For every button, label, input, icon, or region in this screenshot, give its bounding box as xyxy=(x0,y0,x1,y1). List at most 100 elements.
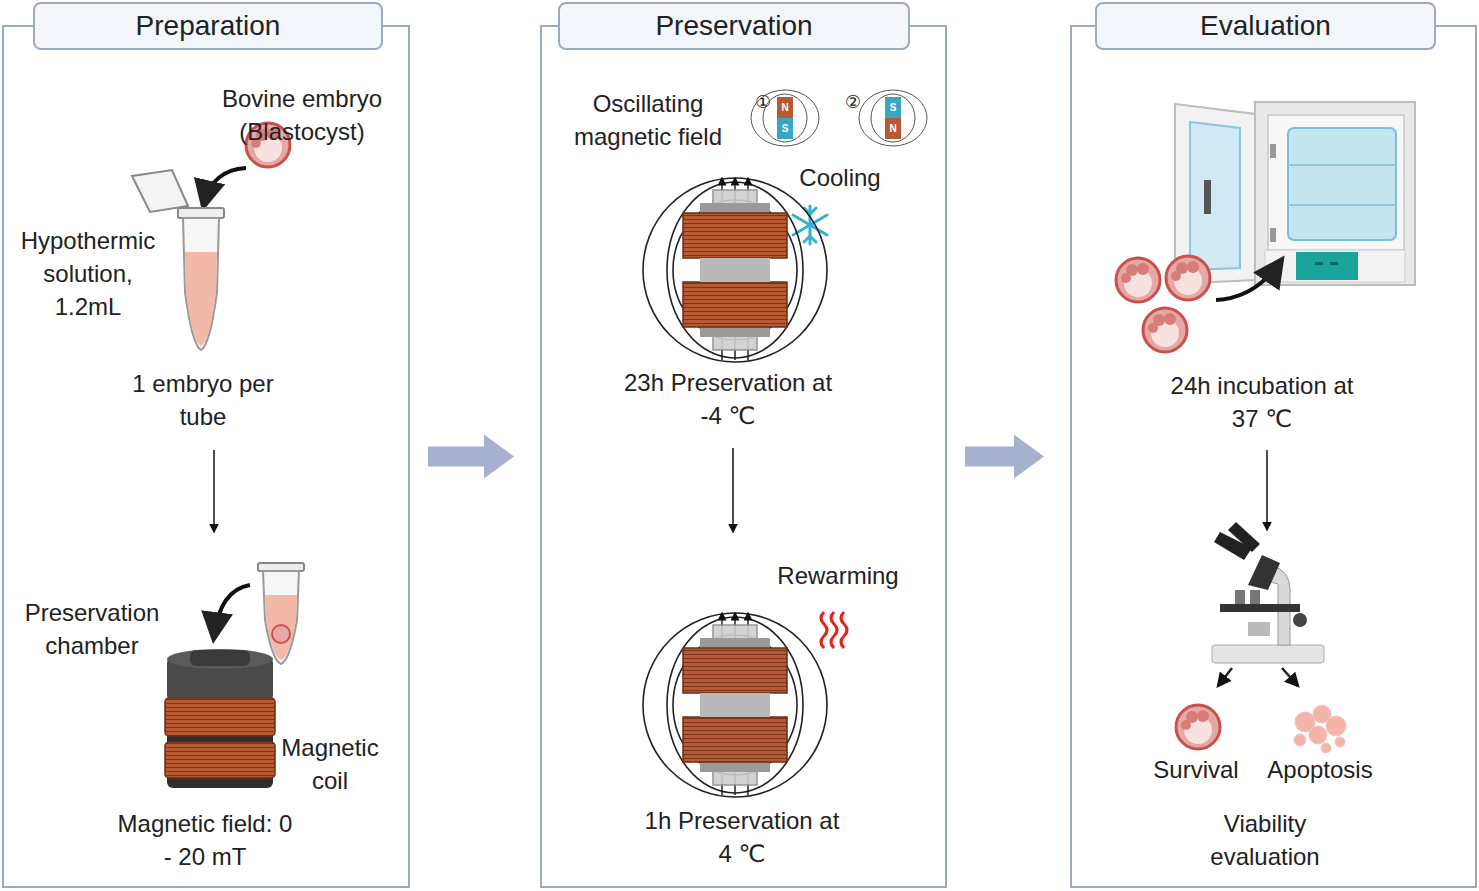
microscope-part xyxy=(1212,645,1324,663)
pole-letter: S xyxy=(885,100,901,116)
incubator-part xyxy=(1270,228,1276,242)
panel-tab: Preparation xyxy=(33,2,383,50)
magnetic-coil-part xyxy=(165,698,275,736)
illustration-part xyxy=(1143,308,1187,352)
microscope xyxy=(1212,522,1324,663)
microscope-part xyxy=(1250,590,1260,604)
annotation-label: Apoptosis xyxy=(1250,753,1390,786)
incubator-part xyxy=(1296,252,1358,280)
magnet-icon-1-part xyxy=(751,90,819,146)
heat-waves-part xyxy=(821,612,827,648)
incubator-part xyxy=(1288,164,1396,166)
magnet-icon-2-part xyxy=(859,90,927,146)
microscope-part xyxy=(1248,555,1280,590)
curved-arrow xyxy=(214,585,250,636)
microscope-part xyxy=(1293,613,1307,627)
incubator-part xyxy=(1330,262,1338,265)
panel-heading: Preservation xyxy=(655,10,812,42)
tube-small-part xyxy=(272,625,290,643)
step-arrow xyxy=(1266,450,1268,530)
magnet-icon-2 xyxy=(859,90,927,146)
panel-heading: Preparation xyxy=(136,10,281,42)
incubator-part xyxy=(1288,204,1396,206)
magnet-icon-1-part xyxy=(777,97,793,118)
incubator-part xyxy=(1255,102,1415,285)
panel-tab: Preservation xyxy=(558,2,910,50)
tube-small-part xyxy=(263,571,299,664)
incubator-part xyxy=(1190,122,1240,270)
tube-large-part xyxy=(185,252,217,346)
annotation-label: Survival xyxy=(1136,753,1256,786)
tube-large-part xyxy=(178,208,224,218)
annotation-label: ① xyxy=(751,90,775,114)
pole-letter: S xyxy=(777,121,793,137)
apoptotic-cells-part xyxy=(1326,716,1346,736)
microscope-part xyxy=(1235,590,1245,604)
annotation-label: Hypothermic solution, 1.2mL xyxy=(12,224,164,323)
tube-large-part xyxy=(183,218,219,350)
microscope-part xyxy=(1248,622,1270,636)
curved-arrow xyxy=(204,168,246,204)
curved-arrow xyxy=(1216,262,1280,300)
pole-letter: N xyxy=(777,100,793,116)
magnet-icon-2-part xyxy=(885,118,901,139)
branch-arrow xyxy=(1282,668,1298,686)
branch-arrow xyxy=(1218,668,1232,686)
illustration-part xyxy=(1166,256,1210,300)
tube-small-part xyxy=(265,595,297,660)
annotation-label: 23h Preservation at -4 ℃ xyxy=(613,366,843,432)
incubator-part xyxy=(1268,115,1404,250)
annotation-label: Magnetic coil xyxy=(270,731,390,797)
apoptotic-cells-part xyxy=(1335,737,1345,747)
incubator xyxy=(1175,102,1415,285)
step-arrow xyxy=(213,450,215,532)
incubator-part xyxy=(1265,250,1405,282)
annotation-label: Preservation chamber xyxy=(7,596,177,662)
illustration-part xyxy=(643,178,827,362)
apoptotic-cells-part xyxy=(1294,734,1306,746)
annotation-label: ② xyxy=(841,90,865,114)
incubator-part xyxy=(1270,144,1276,158)
heat-waves xyxy=(821,612,847,648)
annotation-label: Viability evaluation xyxy=(1185,807,1345,873)
illustration-part xyxy=(1176,705,1220,749)
apoptotic-cells-part xyxy=(1321,743,1331,753)
heat-waves-part xyxy=(841,612,847,648)
step-arrow xyxy=(732,448,734,532)
snowflake-part xyxy=(804,236,816,242)
apoptotic-cells-part xyxy=(1309,726,1327,744)
flow-arrow xyxy=(428,435,514,479)
heat-waves-part xyxy=(831,612,837,648)
magnetic-coil xyxy=(165,649,275,788)
magnet-icon-2-part xyxy=(885,97,901,118)
magnetic-coil-part xyxy=(165,742,275,778)
microscope-part xyxy=(1220,604,1300,612)
tube-large-part xyxy=(132,170,188,212)
incubator-part xyxy=(1204,180,1211,214)
illustration-part xyxy=(643,613,827,797)
annotation-label: Cooling xyxy=(770,161,910,194)
tube-small xyxy=(258,563,304,664)
magnet-icon-2-part xyxy=(871,94,915,142)
panel-heading: Evaluation xyxy=(1200,10,1331,42)
tube-small-part xyxy=(258,563,304,571)
annotation-label: 1h Preservation at 4 ℃ xyxy=(636,804,848,870)
annotation-label: Oscillating magnetic field xyxy=(551,87,746,153)
apoptotic-cells xyxy=(1294,705,1346,753)
annotation-label: 1 embryo per tube xyxy=(113,367,293,433)
illustration-part xyxy=(1116,258,1160,302)
annotation-label: 24h incubation at 37 ℃ xyxy=(1164,369,1360,435)
microscope-part xyxy=(1228,522,1260,552)
stage-panel: Preservation xyxy=(540,25,947,888)
incubator-part xyxy=(1315,262,1323,265)
pole-letter: N xyxy=(885,121,901,137)
annotation-label: Magnetic field: 0 - 20 mT xyxy=(113,807,298,873)
annotation-label: Rewarming xyxy=(758,559,918,592)
magnet-icon-1 xyxy=(751,90,819,146)
tube-large xyxy=(132,170,224,350)
magnet-icon-1-part xyxy=(777,118,793,139)
magnetic-coil-part xyxy=(167,649,273,669)
magnetic-coil-part xyxy=(190,650,250,666)
